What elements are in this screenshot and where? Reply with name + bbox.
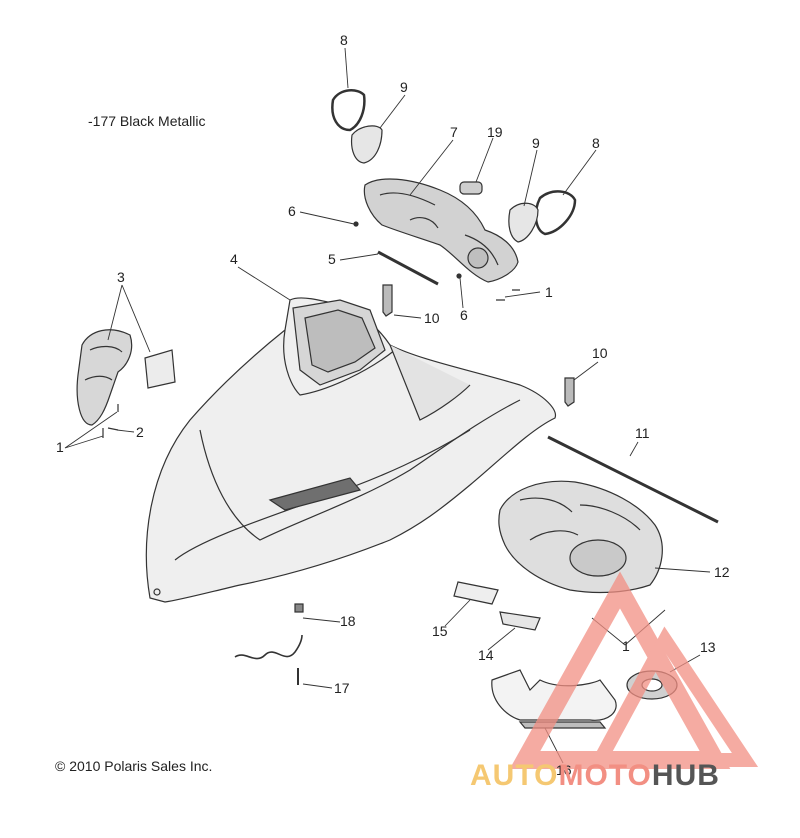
watermark-moto: MOTO (558, 759, 651, 792)
screw-6b (456, 273, 462, 279)
callout-16: 16 (556, 762, 572, 778)
callout-2: 2 (136, 424, 144, 440)
callout-19: 19 (487, 124, 503, 140)
color-note: -177 Black Metallic (88, 113, 206, 129)
callout-14: 14 (478, 647, 494, 663)
callout-3: 3 (117, 269, 125, 285)
callout-17: 17 (334, 680, 350, 696)
strip-part-11 (547, 435, 719, 524)
screw-6a (353, 221, 359, 227)
strip-part-5 (377, 250, 439, 286)
cap-part-19 (459, 181, 483, 195)
callout-1c: 1 (622, 638, 630, 654)
callout-4: 4 (230, 251, 238, 267)
spring-part (234, 634, 303, 660)
lens-right (508, 202, 539, 243)
callout-12: 12 (714, 564, 730, 580)
clip-part-10a (382, 284, 393, 317)
watermark-logo (509, 571, 759, 769)
mirror-frame-right (534, 190, 577, 236)
callout-5: 5 (328, 251, 336, 267)
callout-1a: 1 (545, 284, 553, 300)
inner-panel-part (498, 480, 663, 594)
hood-part (145, 297, 556, 603)
decal-part-15 (453, 581, 499, 605)
clip-part-10b (564, 377, 575, 407)
callout-9a: 9 (400, 79, 408, 95)
callout-13: 13 (700, 639, 716, 655)
mirror-frame-left (331, 89, 366, 132)
callout-9b: 9 (532, 135, 540, 151)
callout-10a: 10 (424, 310, 440, 326)
callout-6b: 6 (460, 307, 468, 323)
gauge-housing-part (363, 178, 519, 283)
callout-10b: 10 (592, 345, 608, 361)
callout-1b: 1 (56, 439, 64, 455)
watermark-text: AUTOMOTOHUB (470, 759, 720, 792)
rivet-2 (107, 427, 119, 431)
callout-18: 18 (340, 613, 356, 629)
watermark-auto: AUTO (470, 759, 558, 792)
callout-6a: 6 (288, 203, 296, 219)
left-side-panel-part (76, 329, 176, 426)
rivet-1b (102, 404, 119, 438)
callout-11: 11 (635, 425, 650, 441)
callout-8a: 8 (340, 32, 348, 48)
callout-7: 7 (450, 124, 458, 140)
rivet-1a (496, 289, 520, 301)
nut-part-18 (294, 603, 304, 613)
watermark-hub: HUB (652, 759, 720, 792)
copyright: © 2010 Polaris Sales Inc. (55, 758, 213, 774)
lens-left (350, 125, 383, 164)
decal-part-14 (499, 611, 541, 631)
callout-15: 15 (432, 623, 448, 639)
callout-8b: 8 (592, 135, 600, 151)
